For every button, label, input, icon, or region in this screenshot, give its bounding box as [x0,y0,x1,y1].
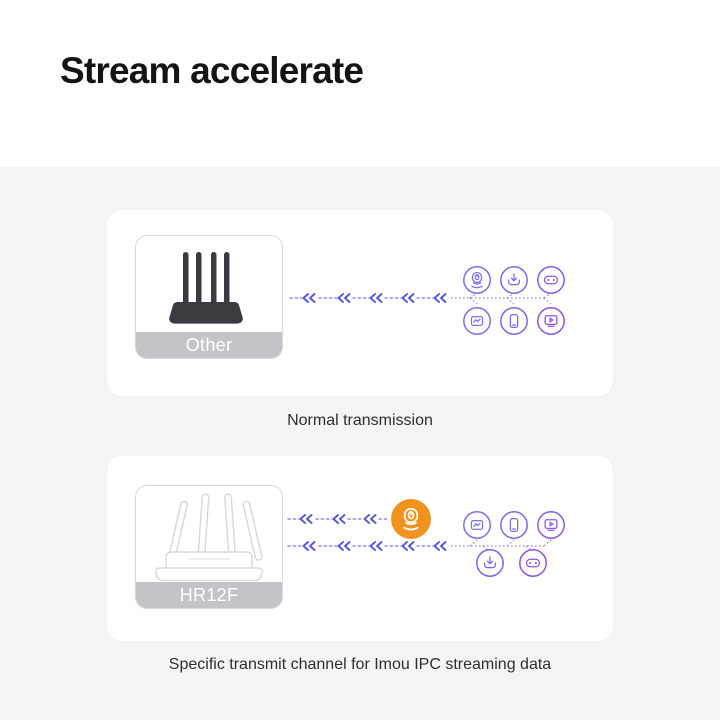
chevron-left-icon [302,293,316,303]
game-controller-icon [537,266,565,294]
generic-router-image [169,252,243,324]
hr12f-router-image [154,493,264,582]
ipc-camera-icon [463,266,491,294]
download-icon [500,266,528,294]
cluster-connector [451,539,552,553]
chevron-left-icon [337,293,351,303]
content-area: Other [0,167,720,674]
ipc-camera-highlight-icon [391,499,431,539]
chevron-left-icon [299,514,313,524]
phone-icon [500,307,528,335]
router-label: HR12F [136,582,282,608]
page-header: Stream accelerate [0,0,720,167]
game-controller-icon [519,549,547,577]
card-accelerated-transmission: HR12F [107,456,613,641]
page-title: Stream accelerate [60,50,364,91]
download-icon [476,549,504,577]
chevron-left-icon [401,541,415,551]
video-display-icon [537,307,565,335]
cluster-connector [451,292,552,305]
chevron-left-icon [433,293,447,303]
chevron-left-icon [363,514,377,524]
router-hr12f-box: HR12F [135,485,283,609]
card-normal-transmission: Other [107,210,613,396]
photo-icon [463,307,491,335]
figure-normal-transmission: Other [107,210,613,430]
figure-caption: Specific transmit channel for Imou IPC s… [168,656,552,673]
video-display-icon [537,511,565,539]
figure-stream-accelerate: HR12F [107,456,613,674]
chevron-left-icon [337,541,351,551]
figure-caption: Normal transmission [287,412,433,429]
chevron-left-icon [433,541,447,551]
chevron-left-icon [369,293,383,303]
router-label: Other [136,332,282,358]
chevron-left-icon [401,293,415,303]
phone-icon [500,511,528,539]
router-other-box: Other [135,235,283,359]
chevron-left-icon [302,541,316,551]
chevron-left-icon [369,541,383,551]
chevron-left-icon [332,514,346,524]
photo-icon [463,511,491,539]
